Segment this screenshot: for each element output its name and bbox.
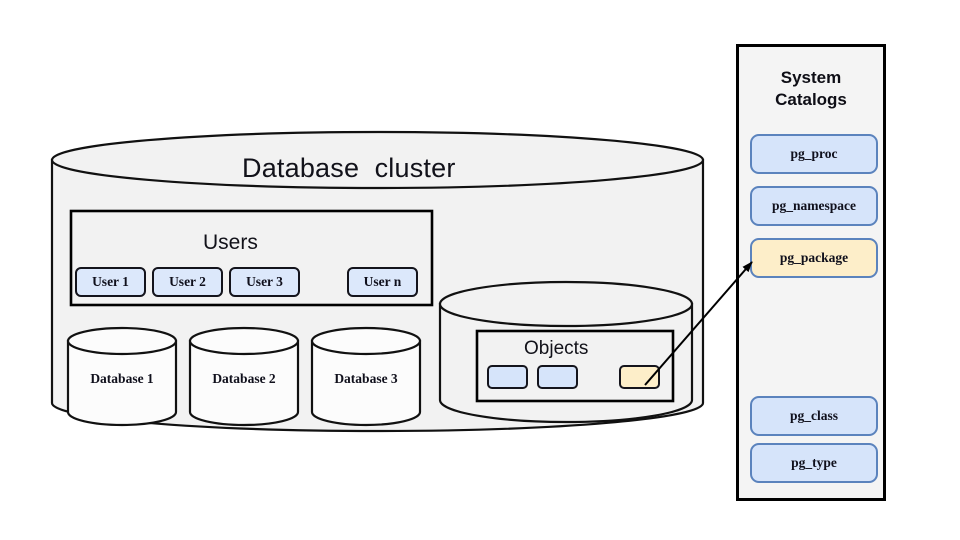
object-to-pg-package-arrow [644,261,753,386]
user-chip-n[interactable]: User n [347,267,418,297]
catalog-item-pg-namespace[interactable]: pg_namespace [750,186,878,226]
catalog-item-pg-class[interactable]: pg_class [750,396,878,436]
catalog-item-pg-proc[interactable]: pg_proc [750,134,878,174]
system-catalogs-heading-line2: Catalogs [775,90,847,110]
user-chip-3[interactable]: User 3 [229,267,300,297]
database-cylinder-3[interactable] [310,326,422,427]
database-label-3: Database 3 [334,371,398,386]
database-cylinder-1[interactable] [66,326,178,427]
cluster-title: Database cluster [242,153,456,183]
object-box-2[interactable] [537,365,578,389]
catalog-item-pg-type[interactable]: pg_type [750,443,878,483]
database-label-1: Database 1 [90,371,154,386]
users-group-label: Users [203,231,258,254]
database-label-2: Database 2 [212,371,276,386]
user-chip-2[interactable]: User 2 [152,267,223,297]
objects-group-label: Objects [524,338,589,359]
object-box-1[interactable] [487,365,528,389]
user-chip-1[interactable]: User 1 [75,267,146,297]
catalog-item-pg-package[interactable]: pg_package [750,238,878,278]
system-catalogs-panel: System Catalogs pg_proc pg_namespace pg_… [736,44,886,501]
system-catalogs-heading-line1: System [780,68,842,87]
system-catalogs-heading: System Catalogs [739,67,883,112]
database-cylinder-2[interactable] [188,326,300,427]
